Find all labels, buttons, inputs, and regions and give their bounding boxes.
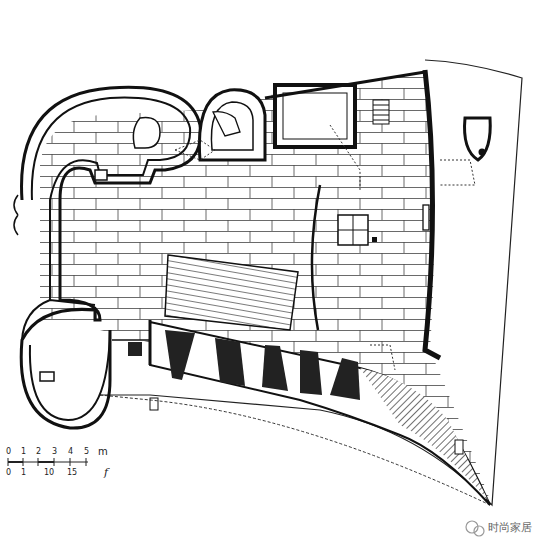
scale-number: 1 bbox=[21, 448, 26, 456]
scale-number: 10 bbox=[44, 469, 54, 477]
scale-number: 0 bbox=[6, 469, 11, 477]
scale-number: 3 bbox=[52, 448, 57, 456]
scale-unit: m bbox=[98, 447, 108, 457]
scale-number: 0 bbox=[6, 448, 11, 456]
scale-number: 2 bbox=[36, 448, 41, 456]
scale-unit: f bbox=[104, 467, 108, 478]
scale-number: 1 bbox=[21, 469, 26, 477]
watermark: 时尚家居 bbox=[488, 522, 532, 533]
scale-number: 15 bbox=[67, 469, 77, 477]
scale-number: 4 bbox=[68, 448, 73, 456]
scale-number: 5 bbox=[84, 448, 89, 456]
